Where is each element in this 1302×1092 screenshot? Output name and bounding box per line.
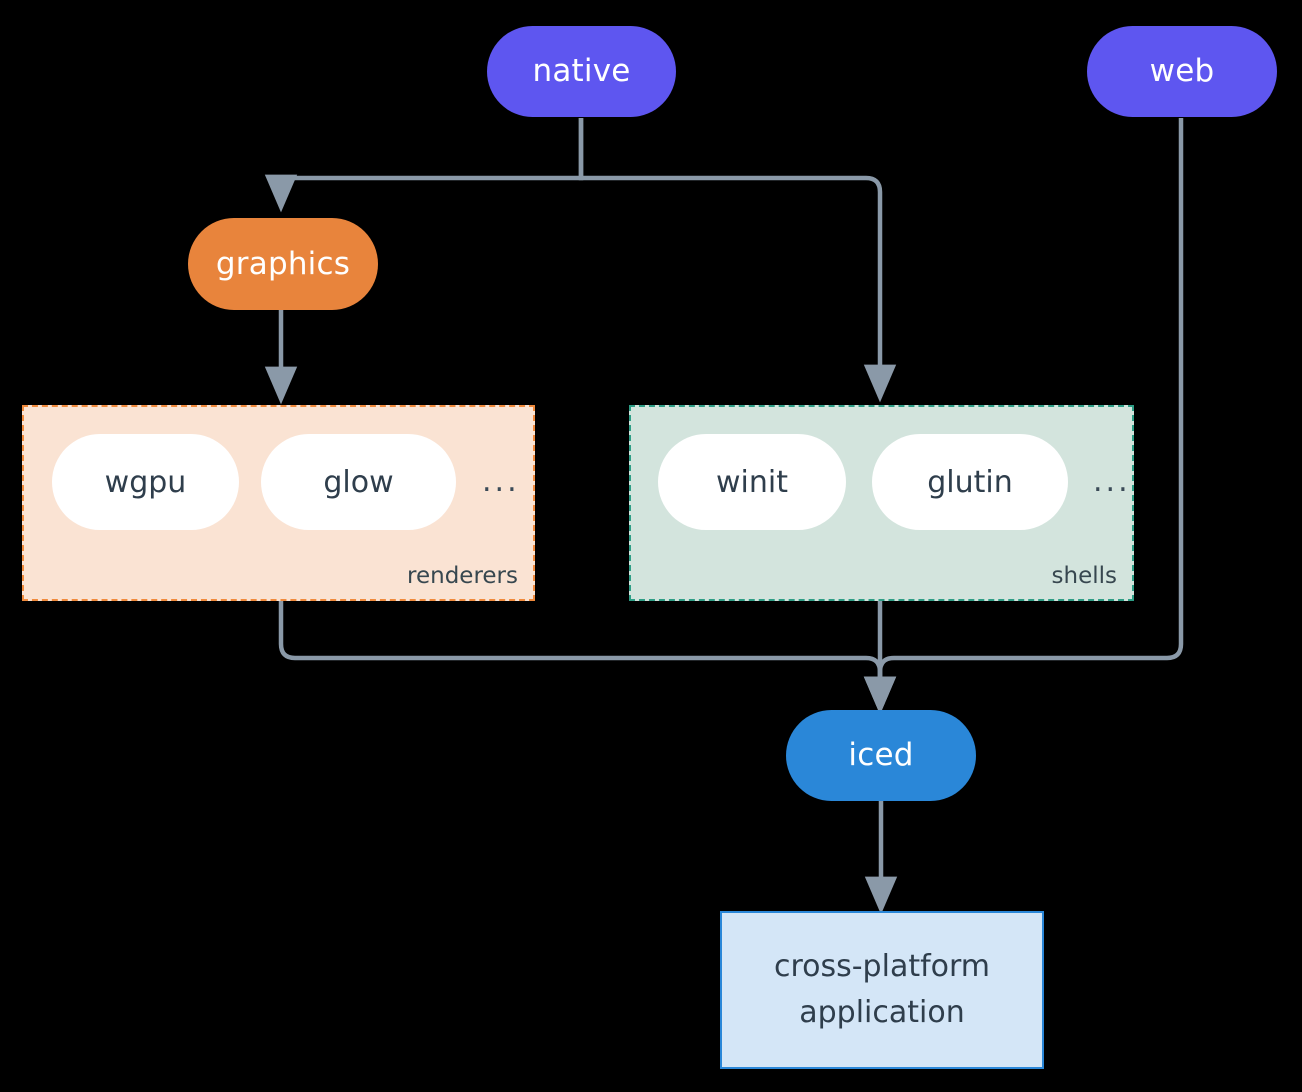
shells-more-ellipsis: ... (1093, 464, 1131, 499)
group-renderers-label: renderers (407, 563, 518, 589)
edge-native-to-shells (578, 118, 897, 403)
renderer-item-glow[interactable]: glow (261, 434, 456, 530)
node-iced[interactable]: iced (786, 710, 976, 801)
shell-item-glutin[interactable]: glutin (872, 434, 1068, 530)
node-application[interactable]: cross-platform application (720, 911, 1044, 1069)
node-application-line1: cross-platform (773, 948, 991, 984)
node-application-line2: application (799, 995, 965, 1030)
shell-item-winit-label: winit (716, 464, 788, 500)
renderers-more-ellipsis: ... (482, 464, 520, 499)
node-graphics[interactable]: graphics (188, 218, 378, 310)
node-iced-label: iced (848, 737, 914, 774)
node-native[interactable]: native (487, 26, 676, 117)
renderer-item-wgpu[interactable]: wgpu (52, 434, 239, 530)
renderer-item-wgpu-label: wgpu (104, 464, 187, 500)
group-shells: winit glutin ... shells (629, 405, 1134, 601)
edge-native-to-graphics (264, 118, 584, 213)
node-graphics-label: graphics (215, 245, 351, 282)
group-shells-label: shells (1051, 563, 1117, 589)
renderer-item-glow-label: glow (323, 464, 394, 500)
node-web-label: web (1149, 53, 1215, 90)
group-renderers: wgpu glow ... renderers (22, 405, 535, 601)
edge-renderers-to-iced (278, 601, 897, 715)
shell-item-winit[interactable]: winit (658, 434, 846, 530)
node-web[interactable]: web (1087, 26, 1277, 117)
shell-item-glutin-label: glutin (927, 464, 1013, 500)
node-native-label: native (532, 53, 631, 90)
